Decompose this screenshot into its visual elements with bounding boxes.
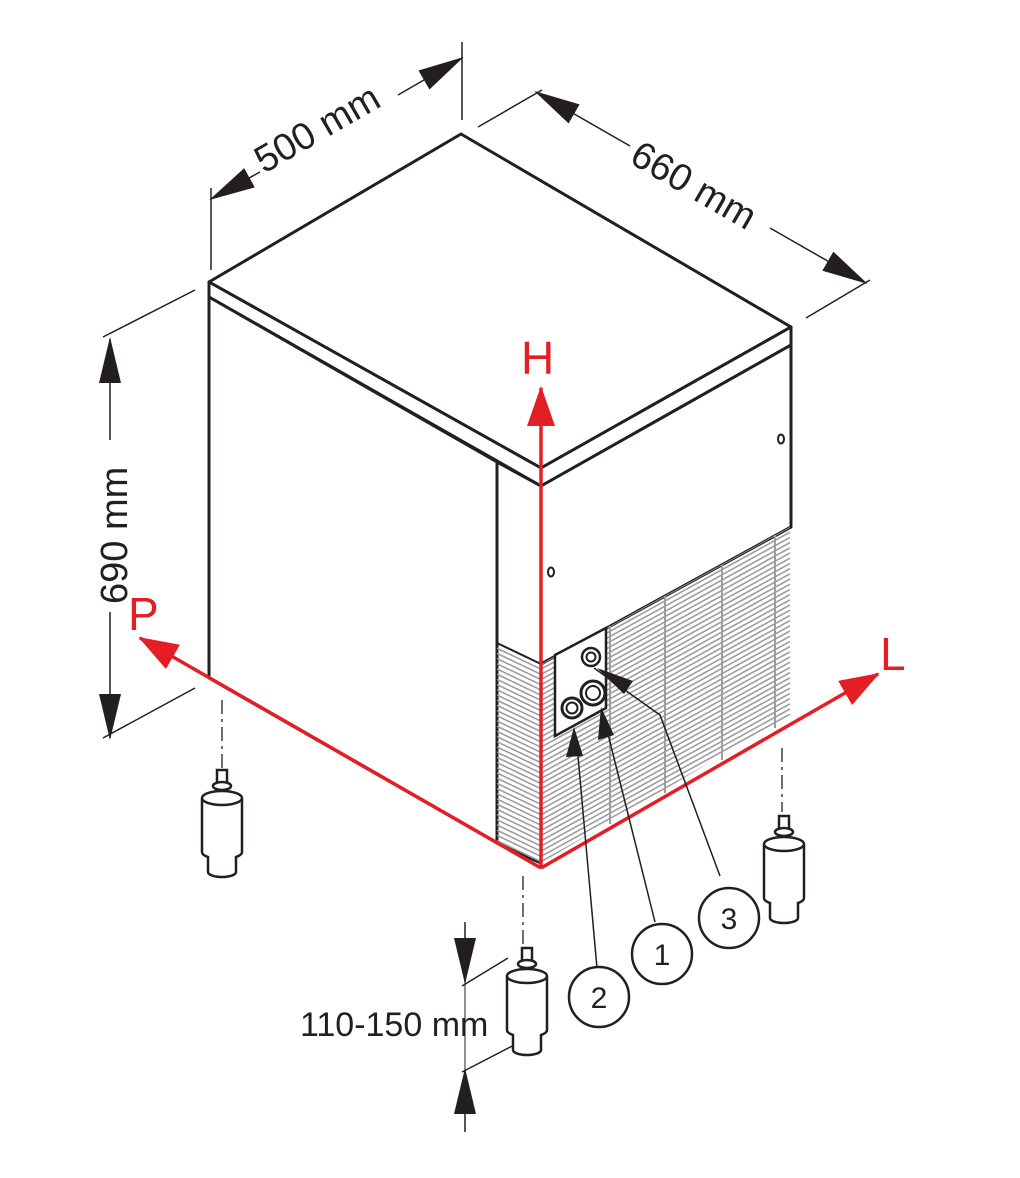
callout-3: 3 (697, 886, 761, 950)
axis-h-label: H (521, 332, 554, 384)
foot-left (200, 768, 244, 879)
axis-l-line (540, 672, 880, 870)
panel-screws (547, 433, 785, 578)
grille-dividers (609, 535, 776, 824)
callout-1-label: 1 (654, 939, 671, 972)
dim-foot-label: 110-150 mm (300, 1006, 488, 1044)
foot-front (505, 946, 549, 1057)
axis-p-line (138, 636, 542, 870)
connection-plate (553, 625, 608, 739)
vent-grille-corner (497, 643, 541, 863)
dimension-lines (99, 42, 871, 1132)
cabinet (207, 132, 793, 865)
callout-3-label: 3 (721, 903, 738, 936)
callout-1: 1 (630, 922, 694, 986)
axes (138, 386, 880, 870)
dim-height-label: 690 mm (94, 467, 136, 604)
port-2-fitting (560, 696, 584, 720)
port-3-fitting (580, 646, 602, 668)
dim-width-label: 500 mm (248, 77, 388, 182)
port-1-fitting (579, 679, 607, 707)
axis-l-label: L (880, 628, 906, 680)
dim-depth-label: 660 mm (624, 133, 764, 238)
leg-centerlines (221, 700, 783, 945)
callout-arrows (566, 668, 633, 757)
axis-p-label: P (128, 588, 159, 640)
foot-right (762, 814, 806, 925)
callout-2: 2 (567, 965, 631, 1029)
callout-2-label: 2 (591, 982, 608, 1015)
